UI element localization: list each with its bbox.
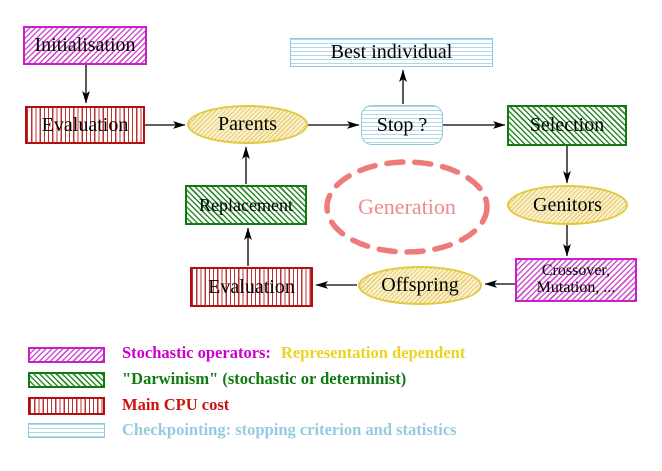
legend-label-checkpointing: Checkpointing: stopping criterion and st… xyxy=(122,420,457,439)
node-best-individual: Best individual xyxy=(290,38,493,67)
node-stop-label: Stop ? xyxy=(376,113,428,136)
legend-label-main-cpu-cost: Main CPU cost xyxy=(122,395,230,414)
node-crossover-mutation: Crossover, Mutation, ... xyxy=(515,258,637,302)
legend-label-darwinism: "Darwinism" (stochastic or determinist) xyxy=(122,369,407,388)
node-replacement: Replacement xyxy=(185,185,307,225)
node-replacement-label: Replacement xyxy=(199,194,293,215)
legend-swatch-main-cpu-cost xyxy=(28,397,105,415)
node-crossover-line2: Mutation, ... xyxy=(536,279,616,296)
node-best-individual-label: Best individual xyxy=(330,41,453,63)
node-selection-label: Selection xyxy=(529,114,605,136)
node-evaluation-bottom: Evaluation xyxy=(190,267,313,307)
node-offspring: Offspring xyxy=(358,266,482,305)
node-genitors: Genitors xyxy=(507,185,628,225)
node-evaluation-bottom-label: Evaluation xyxy=(208,275,295,298)
node-evaluation-top-label: Evaluation xyxy=(41,113,129,136)
node-selection: Selection xyxy=(507,105,627,146)
legend-swatch-checkpointing xyxy=(28,423,105,438)
legend-row-stochastic-operators: Stochastic operators: Representation depe… xyxy=(122,343,465,363)
legend-label-representation-dependent: Representation dependent xyxy=(280,343,466,362)
node-initialisation: Initialisation xyxy=(23,26,147,65)
generation-label: Generation xyxy=(358,194,456,219)
node-stop: Stop ? xyxy=(361,105,443,145)
node-genitors-label: Genitors xyxy=(533,193,602,216)
legend-label-stochastic-operators: Stochastic operators: xyxy=(122,343,271,362)
node-parents: Parents xyxy=(187,105,308,144)
node-offspring-label: Offspring xyxy=(381,274,459,296)
legend-swatch-stochastic-operators xyxy=(28,347,105,363)
node-initialisation-label: Initialisation xyxy=(34,34,136,56)
legend-swatch-darwinism xyxy=(28,372,105,388)
node-crossover-line1: Crossover, xyxy=(541,262,611,280)
node-evaluation-top: Evaluation xyxy=(25,106,145,144)
node-parents-label: Parents xyxy=(218,113,277,135)
